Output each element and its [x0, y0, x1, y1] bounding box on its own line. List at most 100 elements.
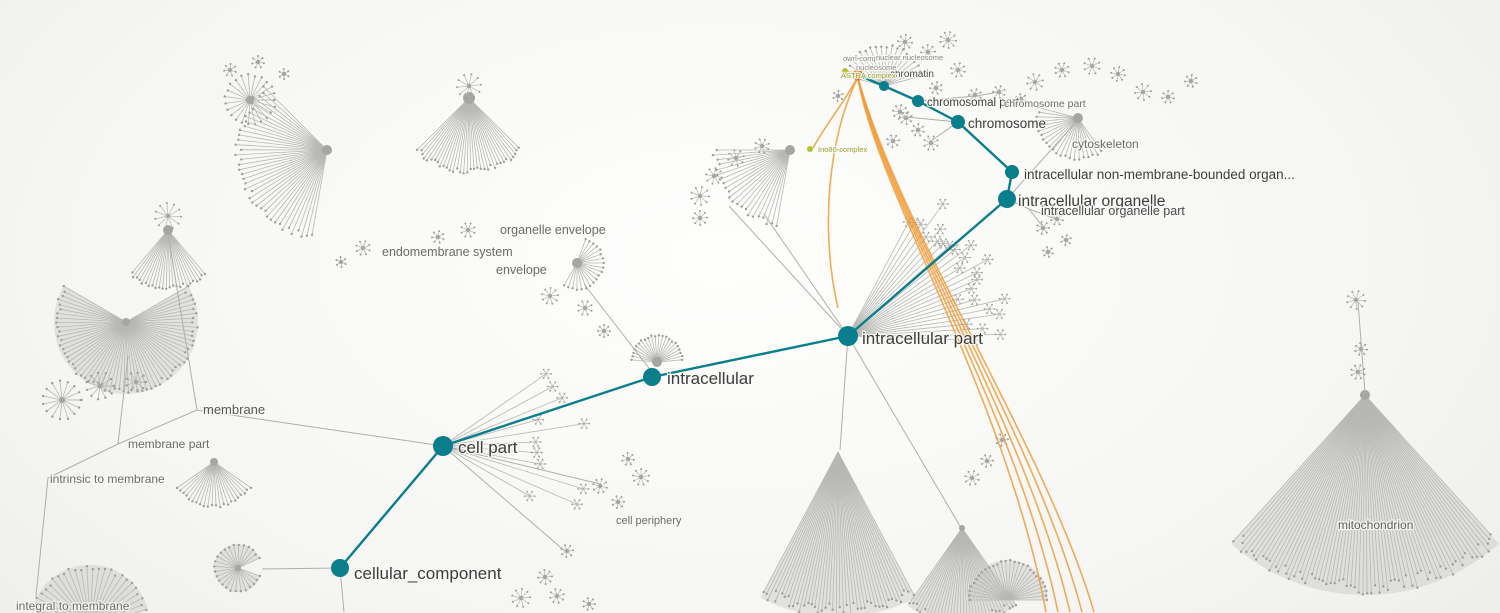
term-label[interactable]: chromosome part	[1003, 97, 1087, 112]
cluster-fan[interactable]	[234, 85, 332, 238]
term-label[interactable]: chromatin	[889, 68, 935, 82]
node-chromosome[interactable]	[951, 115, 965, 129]
node-intracellular-part[interactable]	[838, 326, 858, 346]
term-label[interactable]: organelle envelope	[499, 222, 607, 239]
cluster-fan[interactable]	[213, 543, 262, 593]
node-cluster[interactable]	[611, 495, 626, 509]
term-label[interactable]: cytoskeleton	[1071, 136, 1140, 153]
node-cluster[interactable]	[577, 300, 593, 316]
node-cluster[interactable]	[727, 149, 745, 167]
node-cluster[interactable]	[897, 34, 913, 50]
node-cluster[interactable]	[980, 454, 994, 468]
node-cluster[interactable]	[754, 138, 770, 154]
node-cluster[interactable]	[1060, 234, 1072, 246]
cluster-hub-node[interactable]	[1360, 390, 1370, 400]
node-cluster[interactable]	[335, 256, 347, 268]
node-cluster[interactable]	[592, 478, 608, 494]
cluster-hub-node[interactable]	[210, 458, 218, 466]
term-label[interactable]: intracellular organelle part	[1040, 203, 1187, 220]
cluster-hub-node[interactable]	[235, 565, 241, 571]
cluster-hub-node[interactable]	[1073, 113, 1083, 123]
node-cluster[interactable]	[154, 202, 182, 230]
term-label[interactable]: intracellular	[666, 368, 756, 390]
node-intracellular-non-membrane-bounded-organelle[interactable]	[1005, 165, 1019, 179]
node-cluster[interactable]	[1354, 342, 1368, 356]
cluster-hub-node[interactable]	[97, 383, 103, 389]
node-cluster[interactable]	[1042, 246, 1054, 258]
node-cluster[interactable]	[929, 81, 943, 95]
node-cluster[interactable]	[939, 31, 957, 49]
cluster-fan[interactable]	[630, 334, 684, 367]
cluster-hub-node[interactable]	[652, 357, 662, 367]
cluster-fan[interactable]	[125, 371, 148, 393]
term-label[interactable]: intracellular organelle	[1017, 192, 1167, 212]
node-cluster[interactable]	[460, 222, 476, 238]
node-cluster[interactable]	[1054, 62, 1070, 78]
node-cluster[interactable]	[1026, 73, 1044, 91]
node-cluster[interactable]	[621, 452, 635, 466]
cluster-hub-node[interactable]	[163, 225, 173, 235]
node-cluster[interactable]	[705, 167, 723, 185]
node-cluster[interactable]	[1036, 221, 1051, 235]
node-intracellular-organelle[interactable]	[998, 190, 1016, 208]
term-label[interactable]: cell periphery	[615, 514, 683, 529]
cluster-hub-node[interactable]	[122, 318, 130, 326]
node-cluster[interactable]	[832, 90, 844, 102]
node-cluster[interactable]	[920, 44, 936, 60]
node-cluster[interactable]	[537, 569, 553, 585]
term-label[interactable]: integral to membrane	[15, 598, 131, 613]
node-nucleosome-selected[interactable]	[852, 69, 864, 81]
node-cluster[interactable]	[223, 63, 237, 77]
term-label[interactable]: own-complex	[842, 53, 889, 65]
node-cluster[interactable]	[278, 68, 290, 80]
term-label[interactable]: mitochondrion	[1337, 517, 1415, 534]
node-cluster[interactable]	[582, 597, 597, 611]
cluster-hub-node[interactable]	[463, 92, 475, 104]
node-cluster[interactable]	[251, 55, 265, 69]
term-label[interactable]: envelope	[495, 262, 548, 279]
node-cluster[interactable]	[886, 134, 900, 148]
cluster-fan[interactable]	[32, 564, 148, 613]
term-label[interactable]: endomembrane system	[381, 244, 514, 261]
term-label[interactable]: membrane part	[127, 436, 212, 453]
node-cluster[interactable]	[1134, 83, 1152, 101]
term-label[interactable]: intracellular part	[861, 328, 985, 350]
term-label[interactable]: nucleosome	[855, 62, 898, 74]
cluster-fan[interactable]	[54, 284, 199, 394]
node-cluster[interactable]	[632, 468, 650, 486]
node-cluster[interactable]	[692, 210, 708, 226]
node-cluster[interactable]	[456, 73, 482, 99]
term-label[interactable]: cell part	[457, 437, 519, 459]
cluster-hub-node[interactable]	[134, 380, 138, 384]
cluster-hub-node[interactable]	[322, 145, 332, 155]
term-label[interactable]: intracellular non-membrane-bounded organ…	[1023, 166, 1296, 184]
node-cluster[interactable]	[355, 240, 371, 256]
cluster-hub-node[interactable]	[959, 525, 965, 531]
cluster-fan[interactable]	[562, 238, 605, 291]
node-cluster[interactable]	[1050, 212, 1064, 226]
node-cellular_component[interactable]	[331, 559, 349, 577]
cluster-fan[interactable]	[968, 558, 1049, 602]
node-cluster[interactable]	[511, 588, 531, 608]
cluster-fan[interactable]	[175, 458, 253, 509]
highlighted-term-node[interactable]	[842, 68, 848, 74]
cluster-fan[interactable]	[1231, 390, 1499, 596]
node-cluster[interactable]	[911, 123, 925, 137]
cluster-hub-node[interactable]	[572, 258, 582, 268]
node-cluster[interactable]	[964, 470, 980, 486]
node-cluster[interactable]	[597, 324, 611, 338]
cluster-fan[interactable]	[415, 92, 520, 175]
cluster-fan[interactable]	[760, 451, 916, 613]
node-cluster[interactable]	[1015, 93, 1027, 105]
cluster-hub-node[interactable]	[59, 397, 65, 403]
cluster-fan[interactable]	[442, 368, 591, 510]
node-cluster[interactable]	[431, 230, 445, 244]
node-cluster[interactable]	[541, 287, 559, 305]
node-chromosomal-part[interactable]	[912, 95, 924, 107]
node-cluster[interactable]	[1346, 290, 1366, 310]
term-label[interactable]: ASTRA complex	[840, 70, 897, 82]
node-chromatin[interactable]	[879, 81, 889, 91]
term-label[interactable]: nuclear nucleosome	[875, 52, 945, 64]
